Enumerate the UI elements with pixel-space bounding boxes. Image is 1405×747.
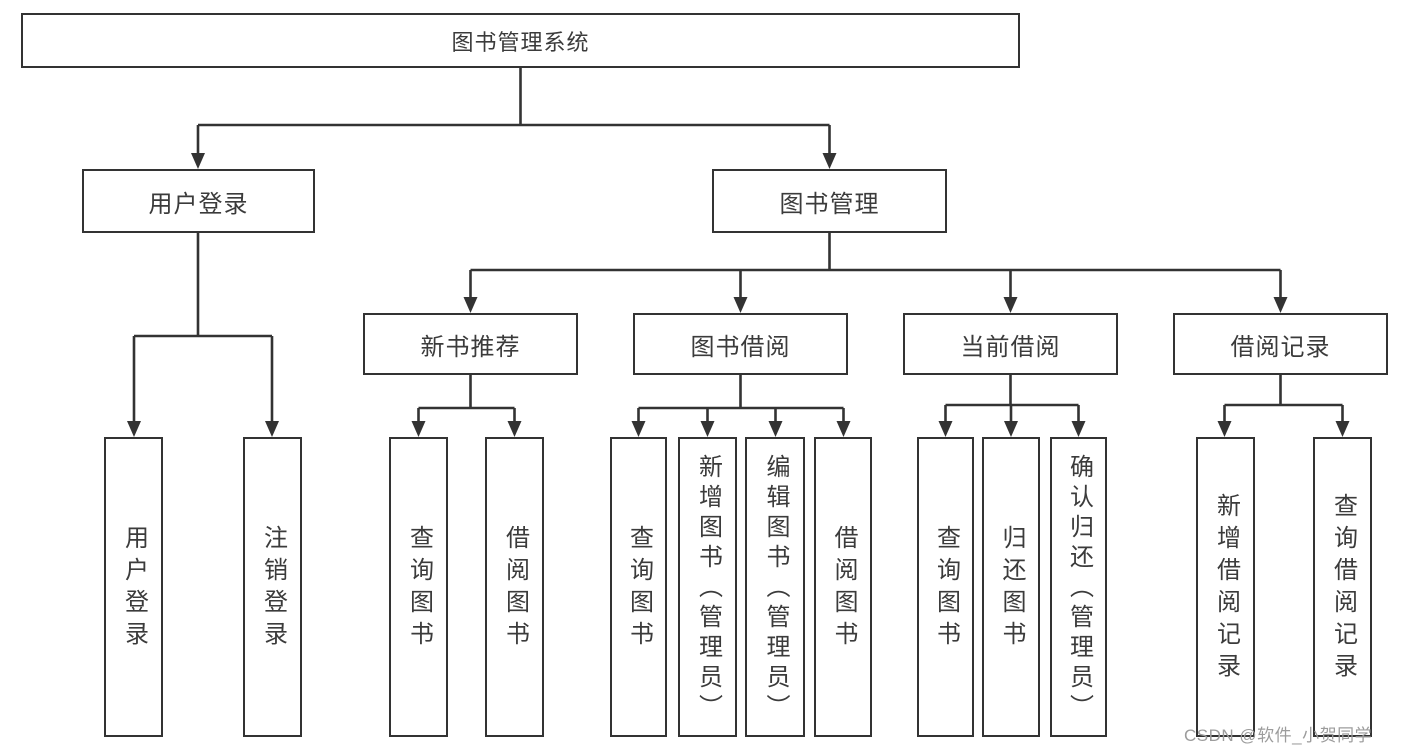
edge-book-borrow-children: [637, 375, 845, 424]
arrow-down-icon: [1004, 421, 1018, 437]
leaf-query-book-borrow: 查询图书: [610, 437, 667, 737]
node-new-book-recommend-label: 新书推荐: [420, 333, 521, 361]
edge-user-login-children: [132, 233, 274, 424]
node-book-borrow-label: 图书借阅: [690, 333, 791, 361]
leaf-query-borrow-record-label: 查询借阅记录: [1329, 493, 1357, 685]
node-user-login: 用户登录: [82, 169, 315, 233]
arrow-down-icon: [836, 421, 851, 437]
leaf-borrow-book-label: 借阅图书: [830, 525, 857, 653]
node-book-management-label: 图书管理: [779, 190, 880, 218]
edge-borrow-records-children: [1223, 375, 1344, 424]
leaf-query-book-current: 查询图书: [917, 437, 974, 737]
node-book-management: 图书管理: [712, 169, 947, 233]
leaf-query-borrow-record: 查询借阅记录: [1313, 437, 1372, 737]
arrow-down-icon: [191, 153, 205, 169]
leaf-query-book-current-label: 查询图书: [932, 525, 960, 653]
leaf-user-login: 用户登录: [104, 437, 163, 737]
edge-root-to-level2: [196, 68, 831, 155]
leaf-borrow-book-recommend: 借阅图书: [485, 437, 544, 737]
arrow-down-icon: [265, 421, 279, 437]
arrow-down-icon: [1335, 421, 1350, 437]
node-user-login-label: 用户登录: [148, 190, 249, 218]
leaf-query-book-borrow-label: 查询图书: [625, 525, 653, 653]
edge-current-borrow-children: [944, 375, 1080, 424]
leaf-borrow-book: 借阅图书: [814, 437, 872, 737]
leaf-query-book-recommend-label: 查询图书: [405, 525, 433, 653]
leaf-confirm-return-admin-label: 确认归还（管理员）: [1065, 454, 1093, 724]
edge-new-book-children: [417, 375, 516, 424]
arrow-down-icon: [768, 421, 783, 437]
arrow-down-icon: [1071, 421, 1086, 437]
arrow-down-icons: [127, 153, 1350, 437]
node-borrow-records: 借阅记录: [1173, 313, 1388, 375]
leaf-borrow-book-recommend-label: 借阅图书: [501, 525, 529, 653]
leaf-edit-book-admin: 编辑图书（管理员）: [745, 437, 805, 737]
leaf-add-book-admin: 新增图书（管理员）: [678, 437, 737, 737]
arrow-down-icon: [507, 421, 522, 437]
leaf-user-login-label: 用户登录: [120, 525, 148, 653]
node-borrow-records-label: 借阅记录: [1230, 333, 1331, 361]
leaf-add-borrow-record: 新增借阅记录: [1196, 437, 1255, 737]
arrow-down-icon: [822, 153, 837, 169]
node-current-borrow-label: 当前借阅: [960, 333, 1061, 361]
leaf-logout: 注销登录: [243, 437, 302, 737]
watermark: CSDN @软件_小贺同学: [1184, 726, 1373, 745]
node-root-label: 图书管理系统: [451, 29, 590, 55]
arrow-down-icon: [631, 421, 646, 437]
leaf-edit-book-admin-label: 编辑图书（管理员）: [762, 454, 789, 724]
arrow-down-icon: [938, 421, 953, 437]
leaf-logout-label: 注销登录: [259, 525, 287, 653]
leaf-add-borrow-record-label: 新增借阅记录: [1212, 493, 1240, 685]
arrow-down-icon: [1273, 297, 1288, 313]
arrow-down-icon: [1217, 421, 1232, 437]
leaf-confirm-return-admin: 确认归还（管理员）: [1050, 437, 1107, 737]
arrow-down-icon: [411, 421, 426, 437]
node-new-book-recommend: 新书推荐: [363, 313, 578, 375]
leaf-query-book-recommend: 查询图书: [389, 437, 448, 737]
arrow-down-icon: [700, 421, 715, 437]
leaf-return-book: 归还图书: [982, 437, 1040, 737]
arrow-down-icon: [463, 297, 478, 313]
node-current-borrow: 当前借阅: [903, 313, 1118, 375]
edge-book-mgmt-children: [469, 233, 1282, 300]
arrow-down-icon: [127, 421, 141, 437]
node-book-borrow: 图书借阅: [633, 313, 848, 375]
arrow-down-icon: [1003, 297, 1018, 313]
leaf-add-book-admin-label: 新增图书（管理员）: [694, 454, 722, 724]
leaf-return-book-label: 归还图书: [998, 525, 1025, 653]
node-root: 图书管理系统: [21, 13, 1020, 68]
arrow-down-icon: [733, 297, 748, 313]
